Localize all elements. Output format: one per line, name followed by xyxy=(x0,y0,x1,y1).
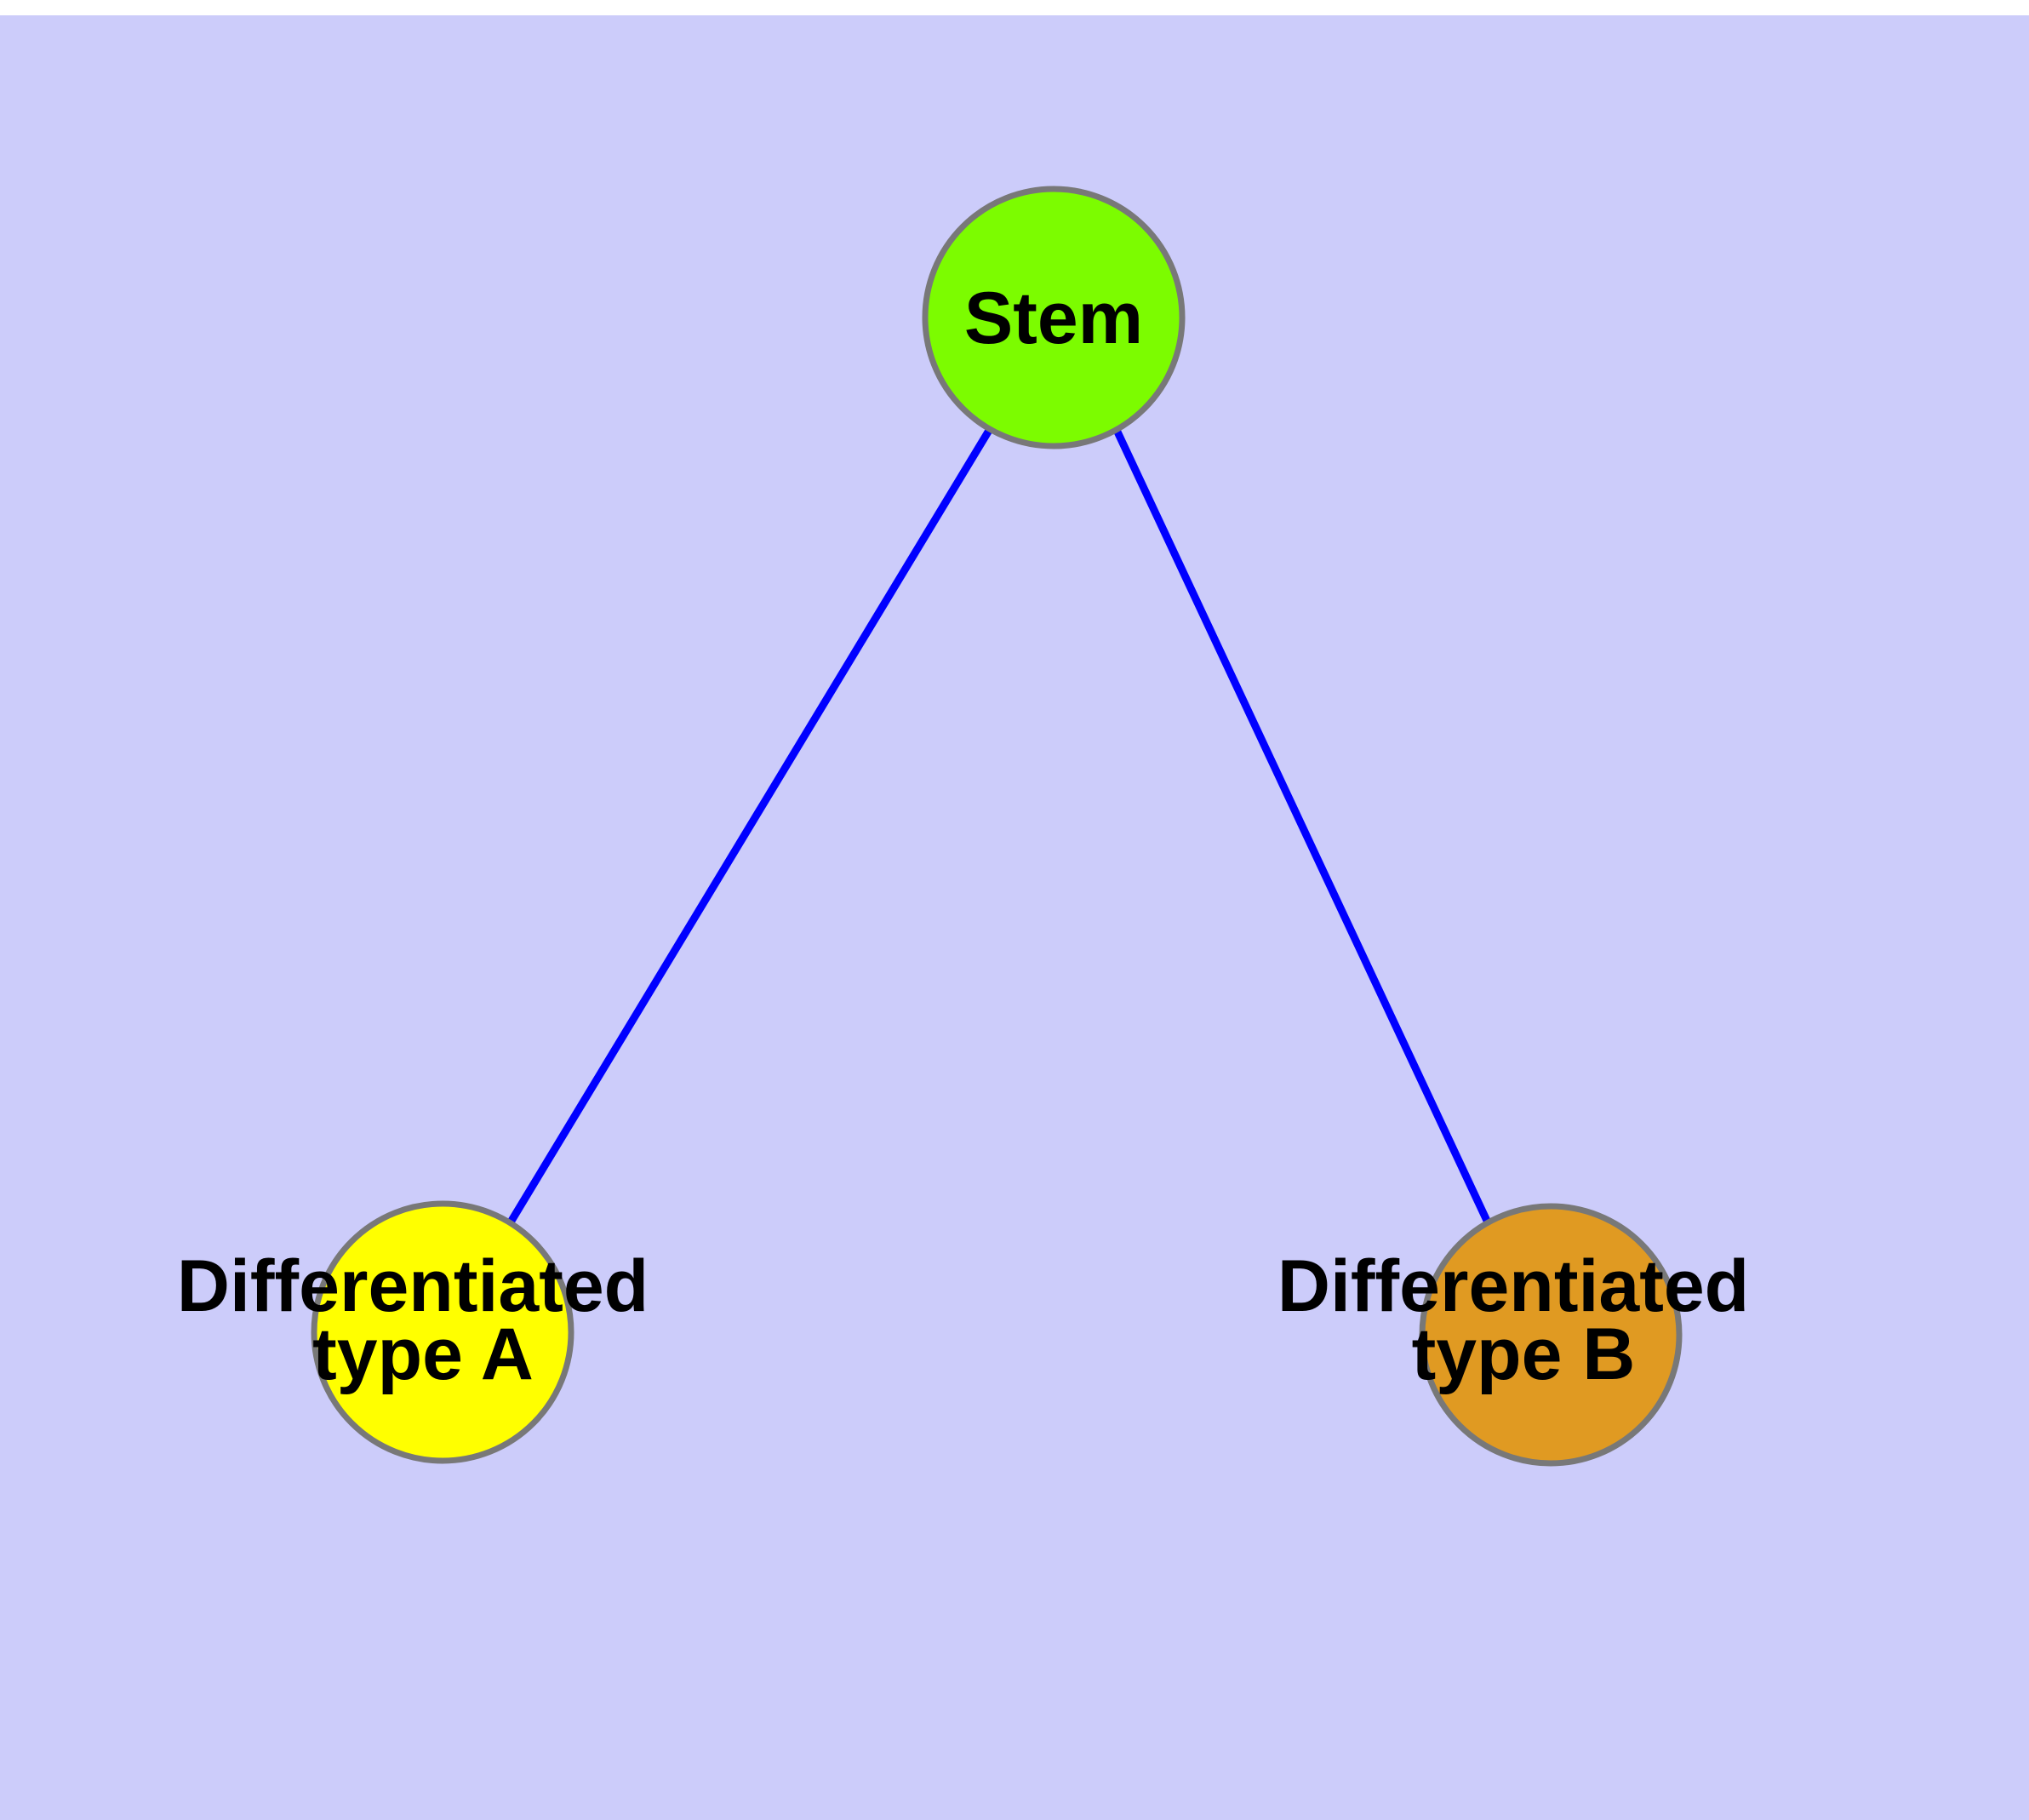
node-label-differentiated-type-b-line-1: Differentiated xyxy=(1277,1245,1749,1327)
label-layer: Stem Differentiated type A Differentiate… xyxy=(177,278,1769,1395)
node-label-differentiated-type-b: Differentiated type B xyxy=(1277,1245,1769,1395)
node-label-differentiated-type-b-line-2: type B xyxy=(1412,1313,1636,1395)
node-label-differentiated-type-a-line-1: Differentiated xyxy=(177,1245,649,1327)
node-label-stem: Stem xyxy=(964,278,1143,359)
node-layer xyxy=(311,186,1683,1467)
node-label-stem-line-1: Stem xyxy=(964,278,1143,359)
edge-stem-to-differentiated-type-b xyxy=(1112,426,1492,1224)
node-label-differentiated-type-a-line-2: type A xyxy=(312,1313,534,1395)
edge-stem-to-differentiated-type-a xyxy=(508,426,993,1223)
node-stem[interactable] xyxy=(922,186,1186,449)
node-differentiated-type-b[interactable] xyxy=(1419,1203,1683,1467)
node-label-differentiated-type-a: Differentiated type A xyxy=(177,1245,669,1395)
node-differentiated-type-a[interactable] xyxy=(311,1200,574,1464)
edge-layer xyxy=(508,426,1492,1224)
